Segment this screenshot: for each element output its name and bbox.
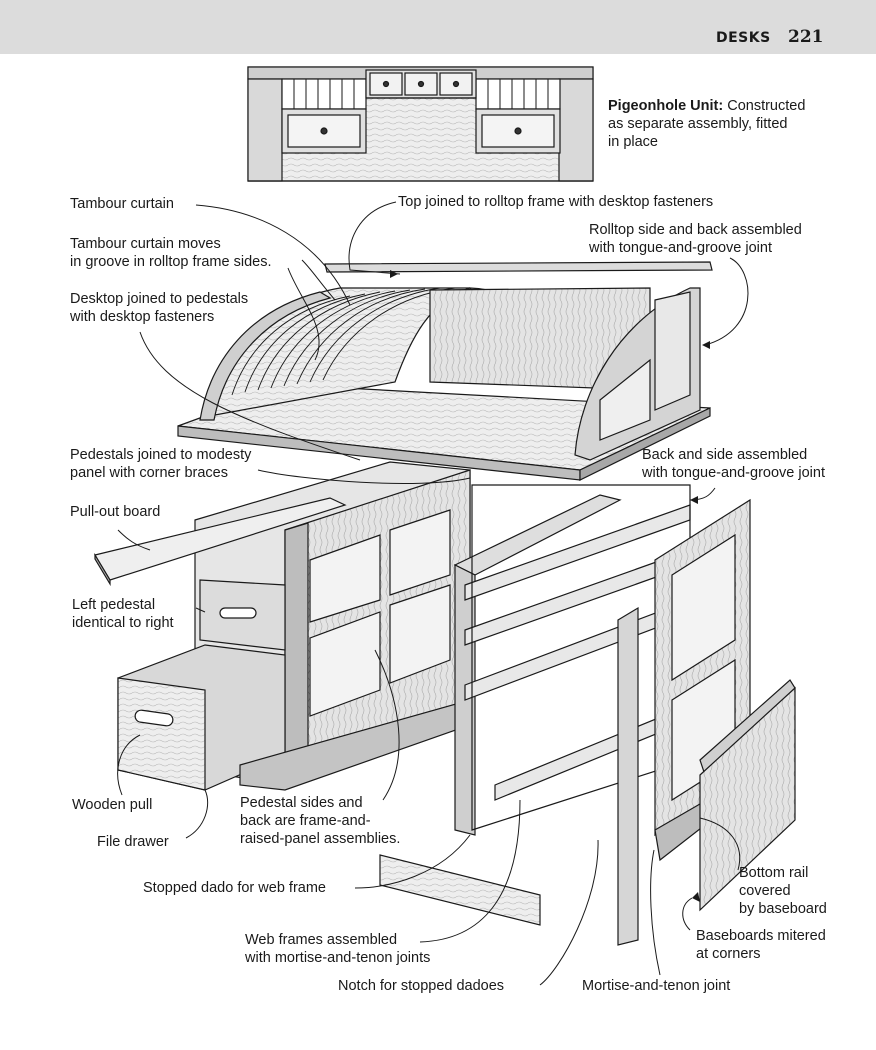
pigeonhole-caption-line-1: Pigeonhole Unit: Constructed — [608, 97, 805, 115]
header-band — [0, 0, 876, 54]
label-pedestal-sides-1: Pedestal sides and — [240, 795, 363, 811]
label-stopped-dado: Stopped dado for web frame — [143, 880, 326, 896]
label-back-side-1: Back and side assembled — [642, 447, 808, 463]
label-bottom-rail-3: by baseboard — [739, 901, 827, 917]
label-wooden-pull: Wooden pull — [72, 797, 153, 813]
label-left-pedestal-1: Left pedestal — [72, 597, 156, 613]
pigeonhole-caption-title: Pigeonhole Unit: — [608, 98, 724, 114]
label-back-side-2: with tongue-and-groove joint — [642, 465, 825, 481]
rolltop-top-board — [324, 261, 713, 273]
label-tambour-curtain: Tambour curtain — [70, 196, 174, 212]
pigeonhole-caption-line-2: as separate assembly, fitted — [608, 116, 788, 132]
label-web-frames-1: Web frames assembled — [245, 932, 398, 948]
label-desktop-joined-2: with desktop fasteners — [70, 309, 215, 325]
pigeonhole-unit-drawing — [247, 66, 594, 182]
running-head-section: DESKS — [716, 30, 771, 46]
label-notch: Notch for stopped dadoes — [338, 978, 505, 994]
right-pedestal-drawing — [379, 484, 796, 946]
label-bottom-rail-1: Bottom rail — [739, 865, 809, 881]
rolltop-assembly — [177, 287, 711, 481]
label-file-drawer: File drawer — [97, 834, 169, 850]
label-pullout-board: Pull-out board — [70, 504, 161, 520]
label-pedestal-sides-3: raised-panel assemblies. — [240, 831, 401, 847]
pigeonhole-caption-text-1: Constructed — [727, 98, 806, 114]
callout-leader-lines — [117, 201, 749, 986]
label-rolltop-side-2: with tongue-and-groove joint — [589, 240, 772, 256]
label-baseboards-1: Baseboards mitered — [696, 928, 826, 944]
pigeonhole-caption-line-3: in place — [608, 134, 658, 150]
label-desktop-joined-1: Desktop joined to pedestals — [70, 291, 249, 307]
label-web-frames-2: with mortise-and-tenon joints — [245, 950, 431, 966]
leader-arrowheads — [390, 270, 710, 902]
label-top-joined: Top joined to rolltop frame with desktop… — [398, 194, 714, 210]
label-baseboards-2: at corners — [696, 946, 761, 962]
left-pedestal-drawing — [94, 461, 471, 791]
label-tambour-moves-2: in groove in rolltop frame sides. — [70, 254, 272, 270]
label-pedestals-joined-2: panel with corner braces — [70, 465, 228, 481]
page-number: 221 — [788, 27, 824, 47]
label-tambour-moves-1: Tambour curtain moves — [70, 236, 221, 252]
label-rolltop-side-1: Rolltop side and back assembled — [589, 222, 802, 238]
label-pedestals-joined-1: Pedestals joined to modesty — [70, 447, 252, 463]
label-bottom-rail-2: covered — [739, 883, 791, 899]
label-mortise-tenon: Mortise-and-tenon joint — [582, 978, 731, 994]
label-left-pedestal-2: identical to right — [72, 615, 174, 631]
label-pedestal-sides-2: back are frame-and- — [240, 813, 371, 829]
